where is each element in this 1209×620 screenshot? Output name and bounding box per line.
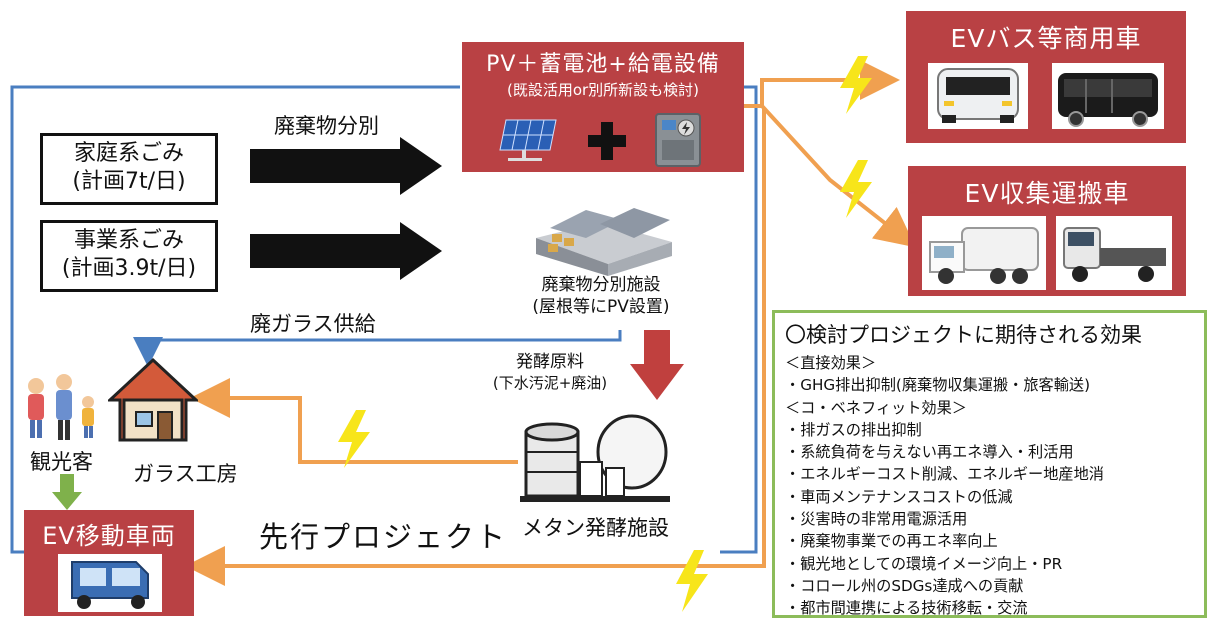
household-waste-box: 家庭系ごみ (計画7t/日) [40, 133, 218, 205]
tuk-tuk-icon [58, 554, 162, 612]
effects-item: ・都市間連携による技術移転・交流 [785, 599, 1028, 618]
biogas-plant-icon [520, 414, 670, 502]
ev-bus-title: EVバス等商用車 [950, 24, 1142, 53]
effects-item: ・廃棄物事業での再エネ率向上 [785, 532, 998, 551]
bus-icon [928, 63, 1028, 129]
pilot-project-label: 先行プロジェクト [259, 520, 508, 554]
fermentation-material: 発酵原料 [516, 352, 584, 372]
blue-right-line [720, 85, 758, 554]
battery-charger-icon [655, 113, 701, 167]
ev-collection-title: EV収集運搬車 [964, 179, 1130, 208]
effects-item: ＜直接効果＞ [785, 354, 877, 372]
effects-list: ＜直接効果＞ ・GHG排出抑制(廃棄物収集運搬・旅客輸送) ＜コ・ベネフィット効… [785, 352, 1204, 620]
sorting-facility-line2: (屋根等にPV設置) [532, 297, 670, 317]
glass-supply-label: 廃ガラス供給 [250, 312, 376, 336]
effects-title: 〇検討プロジェクトに期待される効果 [785, 323, 1142, 347]
lightning-icon-workshop [338, 410, 370, 468]
garbage-truck-icon [922, 216, 1046, 290]
pv-storage-box: PV＋蓄電池+給電設備 (既設活用or別所新設も検討) [462, 42, 744, 172]
orange-workshop-line [190, 378, 518, 464]
business-waste-line2: (計画3.9t/日) [61, 256, 197, 281]
business-waste-box: 事業系ごみ (計画3.9t/日) [40, 220, 218, 292]
tourists-label: 観光客 [30, 450, 93, 474]
bus-icon-2 [1052, 63, 1164, 129]
effects-item: ・排ガスの排出抑制 [785, 420, 922, 439]
orange-bus-line [744, 60, 900, 108]
blue-loop-line [10, 85, 460, 554]
sorting-facility-label: 廃棄物分別施設 (屋根等にPV設置) [506, 274, 696, 318]
lightning-icon-bus [840, 56, 872, 114]
effects-item: ・エネルギーコスト削減、エネルギー地産地消 [785, 465, 1104, 484]
effects-item: ＜コ・ベネフィット効果＞ [785, 398, 967, 417]
fermentation-arrow [630, 330, 684, 400]
fermentation-material-label: 発酵原料 (下水汚泥+廃油) [470, 352, 630, 394]
ev-mobility-box: EV移動車両 [24, 510, 194, 616]
pv-box-title: PV＋蓄電池+給電設備 [486, 52, 720, 77]
business-waste-line1: 事業系ごみ [73, 228, 184, 253]
blue-glass-line [133, 330, 622, 367]
orange-mobility-line [185, 108, 766, 586]
waste-sorting-label: 廃棄物分別 [274, 114, 379, 138]
effects-item: ・系統負荷を与えない再エネ導入・利活用 [785, 443, 1074, 462]
effects-item: ・災害時の非常用電源活用 [785, 510, 968, 529]
warehouse-icon [536, 208, 672, 276]
glass-workshop-label: ガラス工房 [133, 462, 238, 486]
lightning-icon-mobility [676, 550, 708, 612]
ev-bus-box: EVバス等商用車 [906, 11, 1186, 143]
household-waste-line2: (計画7t/日) [72, 169, 186, 194]
effects-item: ・観光地としての環境イメージ向上・PR [785, 554, 1063, 573]
waste-arrow-household [250, 137, 442, 195]
ev-mobility-title: EV移動車両 [42, 522, 176, 550]
effects-item: ・車両メンテナンスコストの低減 [785, 487, 1013, 506]
ev-collection-box: EV収集運搬車 [908, 166, 1186, 296]
fermentation-material-detail: (下水汚泥+廃油) [492, 374, 608, 392]
tourist-arrow [52, 474, 82, 510]
waste-arrow-business [250, 222, 442, 280]
plus-icon [588, 122, 626, 160]
sorting-facility-line1: 廃棄物分別施設 [541, 275, 661, 295]
effects-panel: 〇検討プロジェクトに期待される効果 ＜直接効果＞ ・GHG排出抑制(廃棄物収集運… [772, 310, 1207, 618]
pv-box-subtitle: (既設活用or別所新設も検討) [506, 81, 700, 99]
effects-item: ・GHG排出抑制(廃棄物収集運搬・旅客輸送) [785, 376, 1090, 395]
effects-item: ・コロール州のSDGs達成への貢献 [785, 576, 1024, 595]
orange-collection-line [760, 104, 916, 248]
people-icon [28, 374, 94, 440]
lightning-icon-collection [840, 160, 872, 218]
truck-icon [1056, 216, 1172, 290]
methane-facility-label: メタン発酵施設 [522, 516, 669, 540]
household-waste-line1: 家庭系ごみ [73, 141, 184, 166]
house-icon [108, 357, 198, 442]
solar-panel-icon [499, 119, 557, 161]
